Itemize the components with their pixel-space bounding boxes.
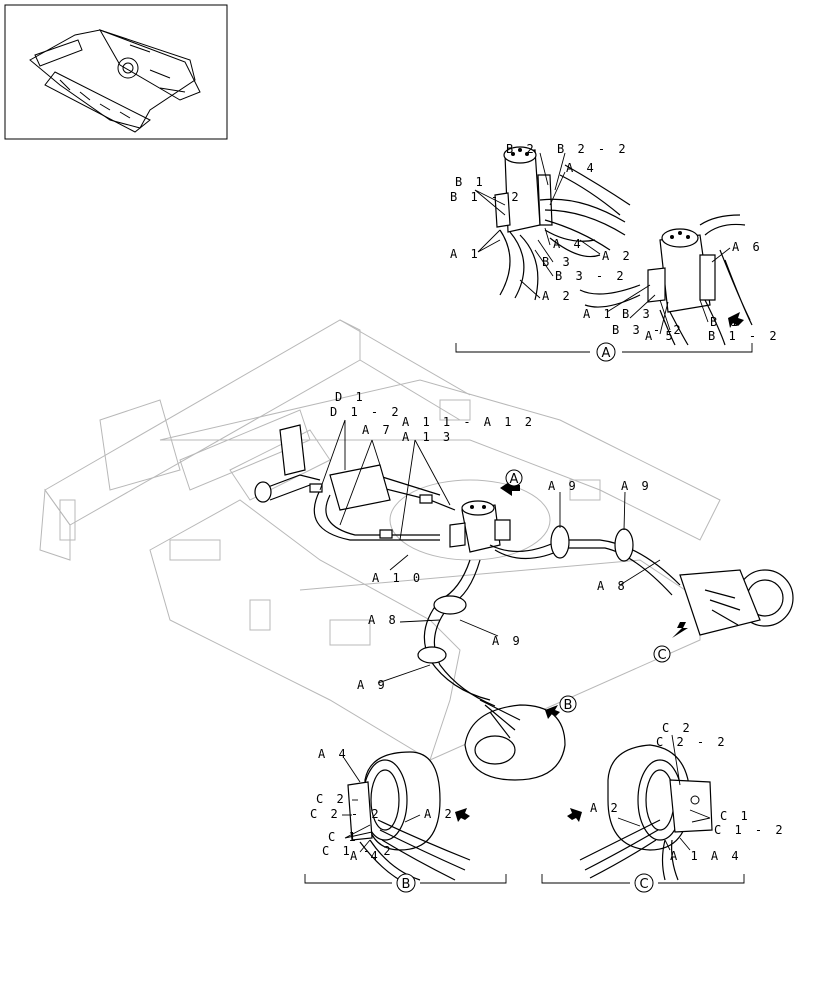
view-marker-a-main: A	[505, 469, 523, 487]
detail-b-leaders	[342, 757, 421, 853]
main-hoses	[254, 424, 681, 707]
excavator-undercarriage-thumbnail-icon	[29, 29, 201, 133]
callout-b2-2: B 2 - 2	[557, 142, 629, 156]
callout-c-a2: A 2	[590, 801, 621, 815]
callout-a6: A 6	[732, 240, 763, 254]
callout-a2-low: A 2	[542, 289, 573, 303]
callout-a13: A 1 3	[402, 430, 453, 444]
callout-a11-a12: A 1 1 - A 1 2	[402, 415, 535, 429]
detail-b-bracket: B	[304, 873, 507, 893]
callout-a8-left: A 8	[368, 613, 399, 627]
callout-a4-mid: A 4	[553, 237, 584, 251]
view-marker-c-main: C	[653, 645, 671, 663]
svg-text:C: C	[657, 648, 666, 663]
right-travel-motor	[679, 569, 794, 636]
callout-b-c2: C 2	[316, 792, 347, 806]
callout-a9-left: A 9	[548, 479, 579, 493]
view-pointers	[500, 480, 688, 719]
callout-b3-right: B 3	[622, 307, 653, 321]
callout-d1-2: D 1 - 2	[330, 405, 402, 419]
callout-a1: A 1	[450, 247, 481, 261]
callout-a10: A 1 0	[372, 571, 423, 585]
callout-c-a1-a4: A 1 A 4	[670, 849, 742, 863]
callout-a4-top: A 4	[566, 161, 597, 175]
callout-a1-right: A 1	[583, 307, 614, 321]
callout-b1-2-right: B 1 - 2	[708, 329, 780, 343]
callout-a9-low: A 9	[357, 678, 388, 692]
detail-c-callouts: C 2 C 2 - 2 A 2 C 1 C 1 - 2 A 1 A 4	[590, 721, 786, 863]
detail-c-bracket: C	[541, 873, 745, 893]
detail-c-drawing	[567, 744, 713, 881]
detail-a-bracket: A	[455, 342, 753, 362]
main-callouts: D 1 D 1 - 2 A 7 A 1 1 - A 1 2 A 1 3 A 9 …	[330, 390, 652, 692]
callout-b1: B 1	[455, 175, 486, 189]
detail-a-drawing	[494, 146, 753, 346]
callout-b-c1: C 1	[328, 830, 359, 844]
callout-c-c1: C 1	[720, 809, 751, 823]
callout-b3: B 3	[542, 255, 573, 269]
callout-b-a4-top: A 4	[318, 747, 349, 761]
detail-b-callouts: A 4 C 2 C 2 - 2 C 1 C 1 - 2 A 2 A 4	[310, 747, 455, 863]
left-travel-motor	[464, 699, 566, 781]
callout-b-a2: A 2	[424, 807, 455, 821]
callout-b3-2-right: B 3 - 2	[612, 323, 684, 337]
detail-b-title: B	[402, 877, 411, 892]
callout-c-c1-2: C 1 - 2	[714, 823, 786, 837]
detail-c-leaders	[617, 734, 711, 851]
callout-a9-right: A 9	[621, 479, 652, 493]
callout-c-c2-2: C 2 - 2	[656, 735, 728, 749]
callout-b-c1-2: C 1 - 2	[322, 844, 394, 858]
callout-b-a4-low: A 4	[350, 849, 381, 863]
callout-a8-right: A 8	[597, 579, 628, 593]
callout-a2-right: A 2	[602, 249, 633, 263]
detail-a-callouts: B 2 B 2 - 2 A 4 B 1 B 1 - 2 A 4 A 1 B 3 …	[450, 142, 780, 343]
main-leader-lines	[319, 419, 661, 684]
detail-c-title: C	[639, 877, 648, 892]
callout-d1: D 1	[335, 390, 366, 404]
swivel-joint	[449, 500, 511, 553]
detail-b-drawing	[347, 751, 471, 886]
callout-b-c2-2: C 2 - 2	[310, 807, 382, 821]
callout-a7: A 7	[362, 423, 393, 437]
svg-text:A: A	[510, 472, 519, 487]
svg-text:B: B	[564, 698, 573, 713]
callout-b2: B 2	[506, 142, 537, 156]
callout-b1-right: B 1	[710, 315, 741, 329]
callout-b3-2: B 3 - 2	[555, 269, 627, 283]
view-marker-b-main: B	[559, 695, 577, 713]
callout-c-c2: C 2	[662, 721, 693, 735]
detail-a-leaders	[474, 152, 731, 335]
thumbnail-frame	[4, 4, 228, 140]
callout-a5: A 5	[645, 329, 676, 343]
callout-a9-mid: A 9	[492, 634, 523, 648]
callout-b1-2: B 1 - 2	[450, 190, 522, 204]
detail-a-title: A	[602, 346, 611, 361]
